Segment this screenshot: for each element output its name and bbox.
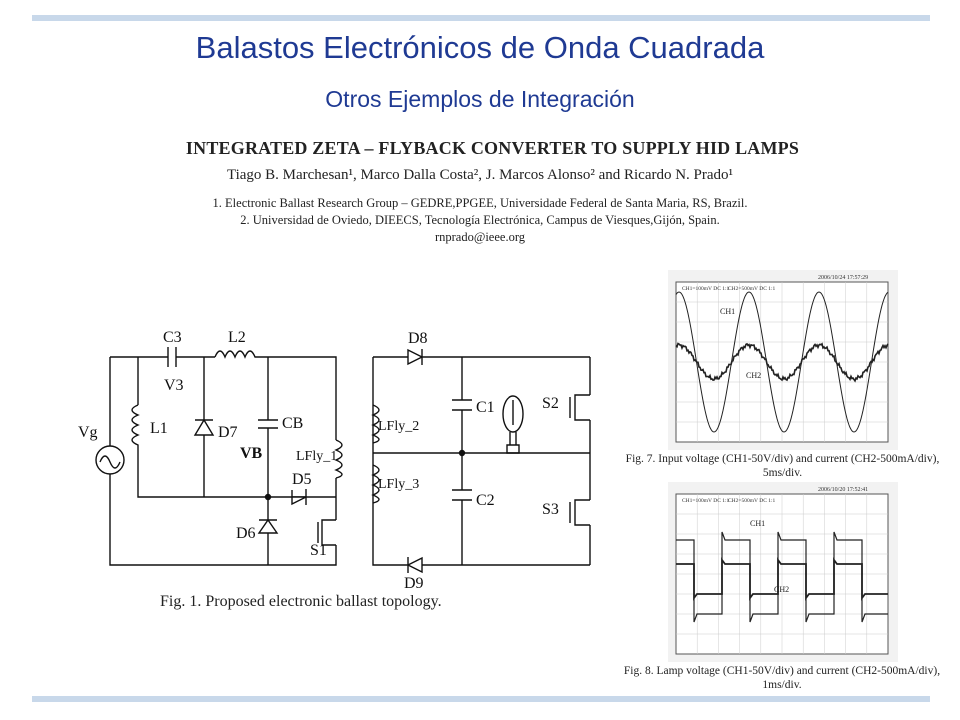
paper-affiliation-2: 2. Universidad de Oviedo, DIEECS, Tecnol…	[240, 213, 720, 227]
paper-email: rnprado@ieee.org	[434, 230, 526, 244]
fig8-oscilloscope: 2006/10/20 17:52:41 CH1=100mV DC 1:1 CH2…	[668, 482, 898, 662]
label-c1: C1	[476, 399, 495, 416]
fig7-ch2-label: CH2	[746, 371, 761, 380]
bottom-rule	[32, 696, 930, 702]
fig7-timestamp: 2006/10/24 17:57:29	[818, 275, 868, 281]
paper-authors: Tiago B. Marchesan¹, Marco Dalla Costa²,…	[226, 167, 734, 183]
fig1-caption: Fig. 1. Proposed electronic ballast topo…	[160, 593, 442, 610]
fig8-caption: Fig. 8. Lamp voltage (CH1-50V/div) and c…	[623, 665, 941, 691]
label-c3: C3	[163, 329, 182, 346]
label-vb: VB	[240, 445, 263, 462]
label-lfly3: LFly_3	[378, 477, 419, 492]
label-s2: S2	[542, 395, 559, 412]
label-s3: S3	[542, 501, 559, 518]
slide-subtitle: Otros Ejemplos de Integración	[325, 86, 635, 112]
fig8-ch2-label: CH2	[774, 585, 789, 594]
fig7-ch2-info: CH2=500mV DC 1:1	[728, 286, 776, 292]
slide-title: Balastos Electrónicos de Onda Cuadrada	[195, 30, 765, 65]
fig8-ch1-trace	[676, 531, 888, 623]
label-l1: L1	[150, 420, 168, 437]
fig7-ch1-label: CH1	[720, 307, 735, 316]
fig7-oscilloscope: 2006/10/24 17:57:29 CH1=100mV DC 1:1 CH2…	[668, 270, 898, 450]
fig8-ch1-info: CH1=100mV DC 1:1	[682, 498, 730, 504]
label-vg: Vg	[78, 424, 98, 441]
fig8-ch2-trace	[676, 557, 888, 601]
paper-affiliation-1: 1. Electronic Ballast Research Group – G…	[212, 196, 748, 210]
label-d8: D8	[408, 330, 428, 347]
label-v3: V3	[164, 377, 184, 394]
paper-title: INTEGRATED ZETA – FLYBACK CONVERTER TO S…	[185, 138, 800, 158]
label-d6: D6	[236, 525, 256, 542]
label-d7: D7	[218, 424, 238, 441]
fig7-ch1-trace	[675, 291, 889, 433]
fig7-caption: Fig. 7. Input voltage (CH1-50V/div) and …	[625, 453, 940, 479]
label-cb: CB	[282, 415, 303, 432]
fig8-timestamp: 2006/10/20 17:52:41	[818, 487, 868, 493]
fig7-ch2-trace	[675, 342, 889, 383]
fig7-ch1-info: CH1=100mV DC 1:1	[682, 286, 730, 292]
label-lfly1: LFly_1	[296, 449, 337, 464]
label-d5: D5	[292, 471, 312, 488]
label-d9: D9	[404, 575, 424, 592]
label-l2: L2	[228, 329, 246, 346]
label-lfly2: LFly_2	[378, 419, 419, 434]
label-s1: S1	[310, 542, 327, 559]
fig8-ch2-info: CH2=500mV DC 1:1	[728, 498, 776, 504]
label-c2: C2	[476, 492, 495, 509]
fig8-ch1-label: CH1	[750, 519, 765, 528]
top-rule	[32, 15, 930, 21]
